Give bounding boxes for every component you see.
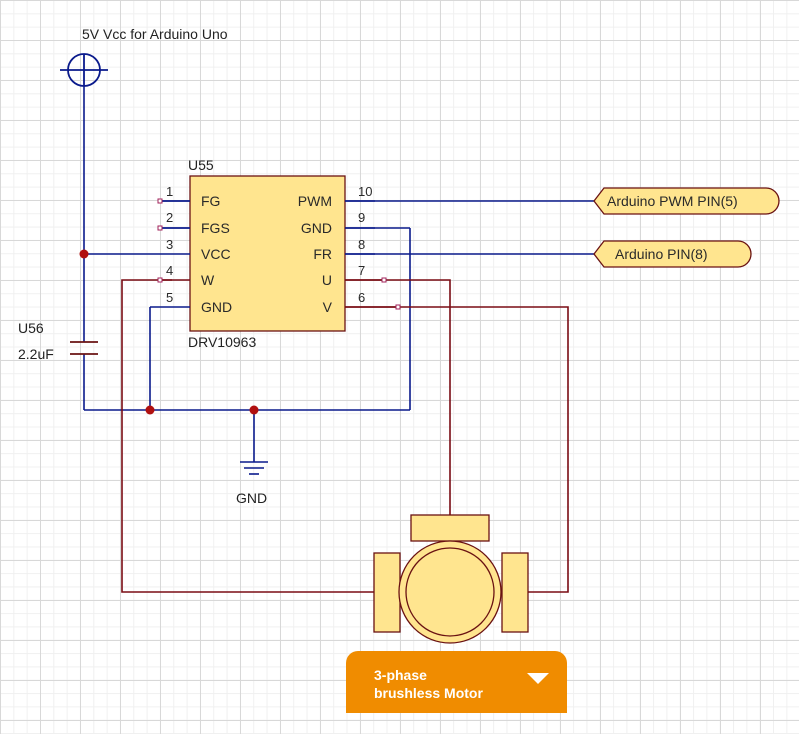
pin-number: 1	[166, 184, 173, 199]
pin-name: FR	[313, 246, 332, 262]
pin-name: FGS	[201, 220, 230, 236]
net-port-pwm-label: Arduino PWM PIN(5)	[607, 193, 738, 209]
pin-number: 6	[358, 290, 365, 305]
power-symbol	[60, 53, 108, 87]
pin-name: FG	[201, 193, 220, 209]
motor-label[interactable]: 3-phase brushless Motor	[346, 651, 567, 713]
junctions	[79, 249, 259, 415]
net-port-pwm[interactable]: Arduino PWM PIN(5)	[593, 187, 780, 215]
junction-dot	[145, 405, 155, 415]
pin-name: GND	[201, 299, 232, 315]
pin-name: PWM	[298, 193, 332, 209]
ic-pin-8[interactable]: 8 FR	[313, 237, 375, 262]
ic-pin-7[interactable]: 7 U	[322, 263, 387, 288]
motor-terminal-left	[373, 552, 401, 633]
pin-name: GND	[301, 220, 332, 236]
net-port-pin8[interactable]: Arduino PIN(8)	[593, 240, 752, 268]
capacitor-value: 2.2uF	[18, 346, 54, 362]
ic-pin-3[interactable]: 3 VCC	[166, 237, 231, 262]
motor-label-line2: brushless Motor	[374, 685, 483, 701]
motor-rotor	[405, 547, 495, 637]
dropdown-arrow-icon[interactable]	[527, 673, 549, 684]
pin-number: 3	[166, 237, 173, 252]
net-port-pin8-label: Arduino PIN(8)	[615, 246, 708, 262]
motor-terminal-right	[501, 552, 529, 633]
ic-left-pins: 1 FG 2 FGS 3 VCC 4 W 5 GND	[157, 184, 232, 315]
ic-body[interactable]	[189, 175, 346, 332]
ic-right-pins: 10 PWM 9 GND 8 FR 7 U 6 V	[298, 184, 401, 315]
capacitor-symbol	[70, 341, 98, 355]
ic-pin-5[interactable]: 5 GND	[166, 290, 232, 315]
pin-number: 2	[166, 210, 173, 225]
ic-pin-6[interactable]: 6 V	[323, 290, 401, 315]
pin-number: 5	[166, 290, 173, 305]
pin-name: U	[322, 272, 332, 288]
ic-pin-10[interactable]: 10 PWM	[298, 184, 375, 209]
pin-name: VCC	[201, 246, 231, 262]
motor-terminal-top	[410, 514, 490, 542]
junction-dot	[249, 405, 259, 415]
power-label: 5V Vcc for Arduino Uno	[82, 26, 228, 42]
pin-number: 4	[166, 263, 173, 278]
pin-number: 7	[358, 263, 365, 278]
ic-pin-1[interactable]: 1 FG	[157, 184, 220, 209]
pin-number: 9	[358, 210, 365, 225]
junction-dot	[79, 249, 89, 259]
ic-pin-4[interactable]: 4 W	[157, 263, 215, 288]
motor-label-line1: 3-phase	[374, 667, 427, 683]
ic-ref: U55	[188, 157, 214, 173]
pin-number: 8	[358, 237, 365, 252]
pin-number: 10	[358, 184, 372, 199]
capacitor-ref: U56	[18, 320, 44, 336]
pin-name: V	[323, 299, 333, 315]
ground-label: GND	[236, 490, 267, 506]
ic-pin-9[interactable]: 9 GND	[301, 210, 375, 236]
pin-name: W	[201, 272, 215, 288]
ic-part-number: DRV10963	[188, 334, 256, 350]
motor-symbol[interactable]	[373, 514, 529, 644]
ic-pin-2[interactable]: 2 FGS	[157, 210, 230, 236]
ground-symbol	[240, 461, 268, 475]
